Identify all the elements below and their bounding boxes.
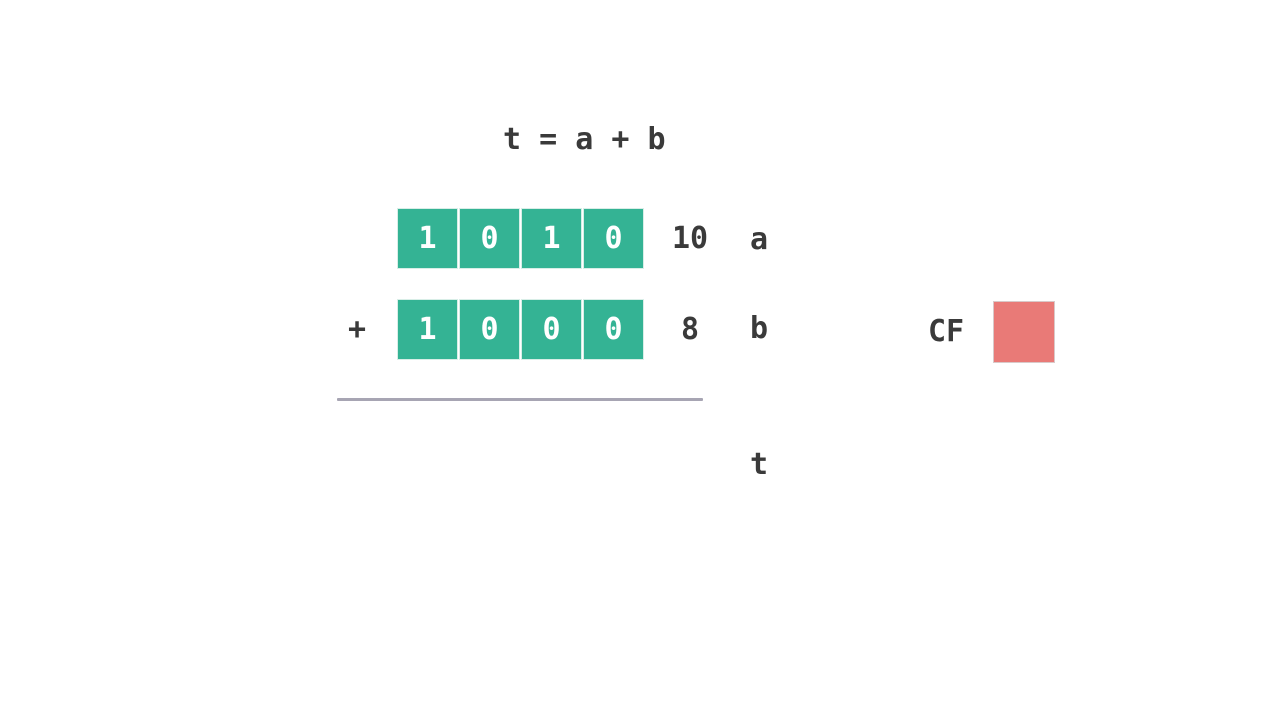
- operand-a-bit-3: 0: [583, 208, 644, 269]
- result-name: t: [750, 447, 769, 482]
- operand-b-bit-0: 1: [397, 299, 458, 360]
- operand-b-bit-1: 0: [459, 299, 520, 360]
- operand-b-bit-3: 0: [583, 299, 644, 360]
- operand-b-name: b: [750, 311, 769, 346]
- operand-a-bits: 1 0 1 0: [397, 208, 644, 270]
- operand-a-bit-1: 0: [459, 208, 520, 269]
- equation-title: t = a + b: [503, 122, 666, 157]
- operand-b-bit-2: 0: [521, 299, 582, 360]
- carry-flag-label: CF: [928, 314, 965, 349]
- operand-a-name: a: [750, 222, 769, 257]
- operand-b-bits: 1 0 0 0: [397, 299, 644, 361]
- carry-flag-box: [993, 301, 1055, 363]
- operand-a-bit-2: 1: [521, 208, 582, 269]
- plus-operator: +: [348, 312, 367, 347]
- operand-a-bit-0: 1: [397, 208, 458, 269]
- sum-divider-line: [337, 398, 703, 401]
- operand-a-decimal: 10: [672, 221, 709, 256]
- operand-b-decimal: 8: [681, 312, 700, 347]
